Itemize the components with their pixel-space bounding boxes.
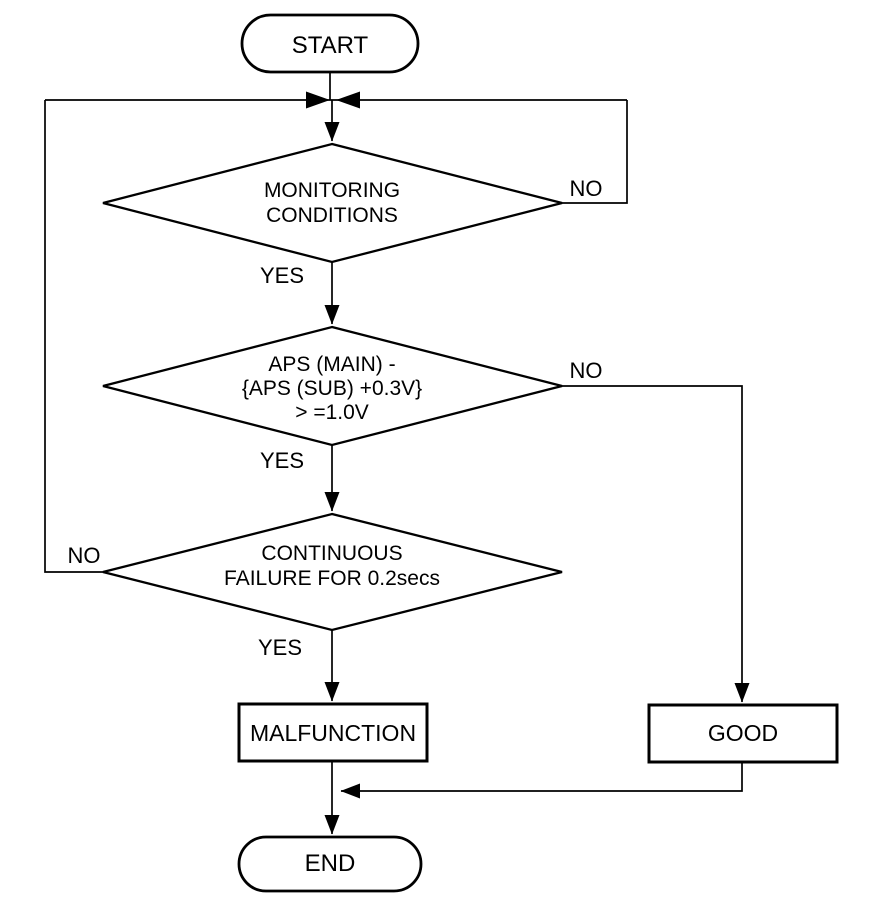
monitoring-conditions-line1: MONITORING [264, 179, 400, 202]
junction-arrowhead-right-icon [336, 91, 360, 109]
good-node [647, 703, 839, 764]
continuous-yes-label: YES [258, 635, 302, 660]
aps-no-label: NO [570, 358, 603, 383]
monitoring-conditions-decision [102, 142, 563, 264]
monitoring-no-label: NO [570, 176, 603, 201]
edge-aps-no-to-good [562, 385, 750, 703]
monitoring-yes-label: YES [260, 263, 304, 288]
end-label: END [305, 850, 356, 877]
end-node [237, 835, 423, 893]
continuous-failure-decision [102, 512, 563, 632]
malfunction-label: MALFUNCTION [250, 720, 416, 746]
malfunction-node [237, 702, 429, 763]
aps-check-line3: > =1.0V [295, 401, 369, 424]
aps-check-line1: APS (MAIN) - [268, 353, 395, 376]
aps-yes-label: YES [260, 448, 304, 473]
start-label: START [292, 32, 369, 59]
continuous-failure-line1: CONTINUOUS [261, 542, 402, 565]
continuous-failure-line2: FAILURE FOR 0.2secs [224, 567, 440, 590]
aps-check-line2: {APS (SUB) +0.3V} [242, 377, 422, 400]
continuous-no-label: NO [68, 543, 101, 568]
good-label: GOOD [708, 720, 778, 746]
edge-good-to-merge [340, 762, 743, 799]
start-node [240, 13, 420, 74]
edge-continuous-no-loop [44, 100, 103, 573]
edge-monitoring-no-loop [562, 100, 628, 204]
monitoring-conditions-line2: CONDITIONS [266, 204, 398, 227]
junction-arrowhead-left-icon [306, 91, 330, 109]
aps-check-decision [102, 325, 563, 447]
